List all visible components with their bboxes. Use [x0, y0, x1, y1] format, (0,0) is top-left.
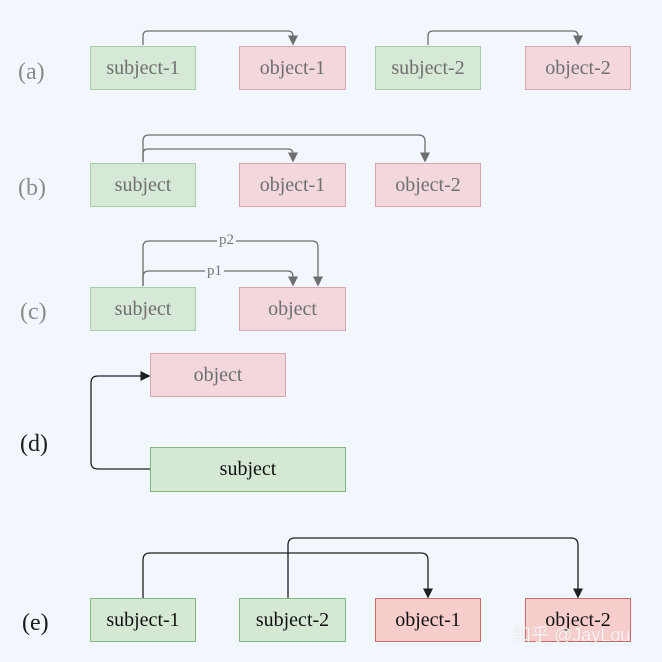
a-subject-2-box: subject-2	[375, 46, 481, 90]
row-label-b: (b)	[18, 175, 46, 201]
arrow-b-subject-object2	[142, 134, 430, 163]
row-label-c: (c)	[20, 299, 47, 325]
arrow-e-subject2-object2	[287, 537, 583, 599]
row-label-d: (d)	[20, 431, 48, 457]
row-label-a: (a)	[18, 59, 45, 85]
a-subject-1-box: subject-1	[90, 46, 196, 90]
edge-label-p2: p2	[217, 232, 236, 248]
a-object-1-box: object-1	[239, 46, 346, 90]
d-object-box: object	[150, 353, 286, 397]
watermark-text: 知乎 @JayLou	[513, 625, 631, 645]
c-subject-box: subject	[90, 287, 196, 331]
arrow-e-subject1-object1	[142, 552, 433, 599]
arrow-a-subject1-object1	[142, 30, 298, 46]
arrow-d-subject-object	[90, 371, 151, 470]
e-subject-1-box: subject-1	[90, 598, 196, 642]
e-object-2-box: object-2	[525, 598, 631, 642]
e-object-1-box: object-1	[375, 598, 481, 642]
edge-label-p1: p1	[205, 263, 224, 279]
b-object-2-box: object-2	[375, 163, 481, 207]
arrow-b-subject-object1	[142, 148, 298, 163]
e-subject-2-box: subject-2	[239, 598, 346, 642]
c-object-box: object	[239, 287, 346, 331]
row-label-e: (e)	[22, 610, 49, 636]
b-object-1-box: object-1	[239, 163, 346, 207]
d-subject-box: subject	[150, 447, 346, 492]
b-subject-box: subject	[90, 163, 196, 207]
arrow-a-subject2-object2	[427, 30, 583, 46]
a-object-2-box: object-2	[525, 46, 631, 90]
